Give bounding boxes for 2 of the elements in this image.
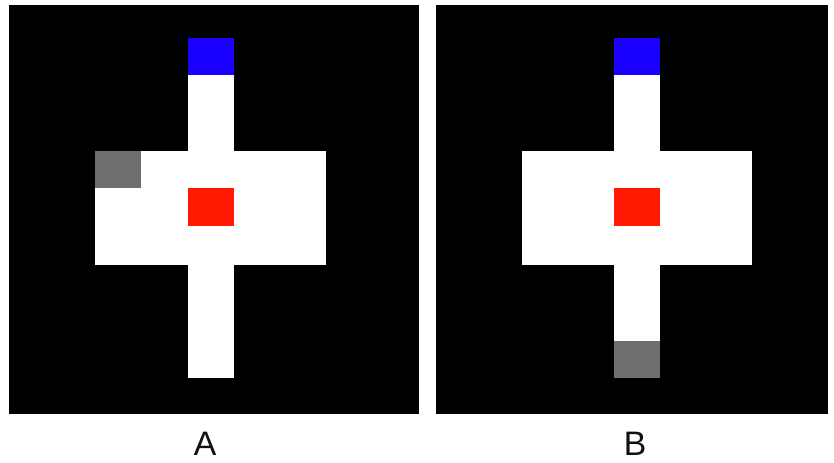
panel-label: B	[624, 425, 646, 463]
panel-label: A	[194, 425, 216, 463]
